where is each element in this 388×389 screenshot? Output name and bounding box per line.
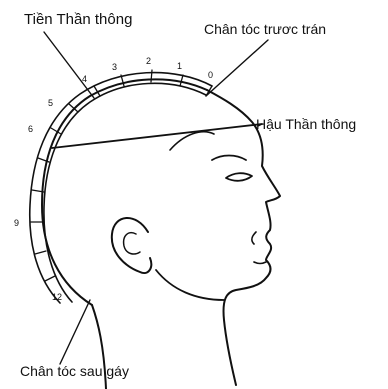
tick-label-2: 2 — [146, 56, 151, 66]
label-chan-toc-truoc-tran: Chân tóc trươc trán — [204, 22, 326, 36]
tick-label-5: 5 — [48, 98, 53, 108]
label-hau-than-thong: Hậu Thần thông — [256, 117, 356, 131]
eye — [226, 173, 252, 181]
tick-label-4: 4 — [82, 74, 87, 84]
eyebrow — [212, 156, 246, 161]
tien-than-thong-leader — [44, 32, 94, 98]
tick-label-3: 3 — [112, 62, 117, 72]
tick-label-1: 1 — [177, 61, 182, 71]
tick-label-9: 9 — [14, 218, 19, 228]
label-chan-toc-sau-gay: Chân tóc sau gáy — [20, 364, 129, 378]
tick-label-12: 12 — [52, 292, 62, 302]
label-tien-than-thong: Tiền Thần thông — [24, 12, 132, 27]
ear-inner — [124, 233, 140, 254]
tick-label-6: 6 — [28, 124, 33, 134]
nose-line — [252, 232, 256, 244]
hau-than-thong-line — [52, 124, 262, 148]
mouth — [254, 262, 266, 264]
jaw-line — [156, 270, 224, 300]
tick-label-0: 0 — [208, 70, 213, 80]
arc-ticks — [31, 70, 212, 281]
chan-toc-truoc-tran-leader — [206, 40, 268, 96]
ear — [112, 218, 151, 273]
scalp-outline — [42, 79, 207, 305]
chan-toc-sau-gay-leader — [60, 300, 90, 364]
face-profile — [207, 90, 280, 385]
